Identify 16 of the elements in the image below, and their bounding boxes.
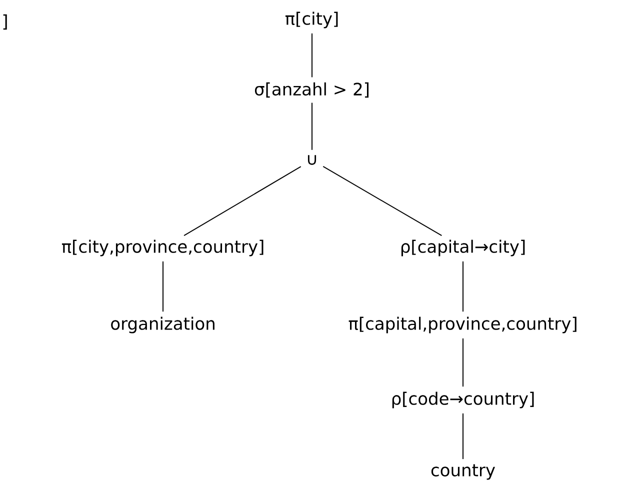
tree-line xyxy=(184,166,302,236)
operator-label: σ[anzahl > 2] xyxy=(254,82,369,98)
operator-label: ρ[capital→city] xyxy=(401,240,525,256)
operator-label: ∪ xyxy=(308,155,316,165)
operator-label: π[capital,province,country] xyxy=(348,316,576,334)
tree-line xyxy=(322,166,442,236)
operator-label: π[city] xyxy=(285,12,338,28)
operator-label: organization xyxy=(111,316,214,334)
tree-line xyxy=(162,260,164,312)
operator-label: ρ[code→country] xyxy=(392,392,534,408)
tree-line xyxy=(462,338,464,388)
operator-label: country xyxy=(431,464,495,480)
operator-label: π[city,province,country] xyxy=(62,240,264,256)
tree-line xyxy=(462,260,464,312)
bracket-text: ] xyxy=(3,14,7,30)
tree-line xyxy=(462,412,464,460)
